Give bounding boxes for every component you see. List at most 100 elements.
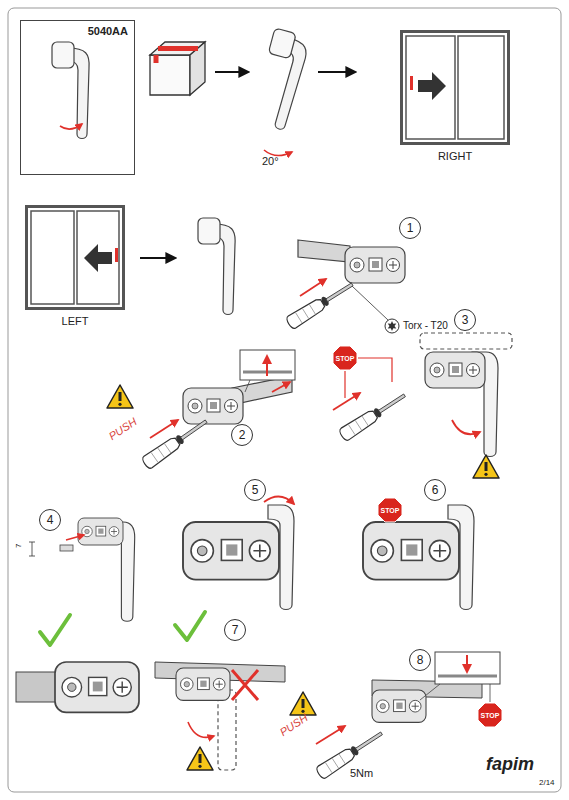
- step-4-drawing: [78, 518, 123, 545]
- step-7-drawing: [187, 747, 213, 770]
- flow-arrow: [318, 71, 355, 73]
- flow-arrow: [140, 72, 355, 258]
- step-8-drawing: [420, 684, 440, 700]
- step-6-drawing: [363, 505, 474, 610]
- step-8-drawing: [315, 727, 385, 779]
- package-box: [150, 55, 190, 95]
- page-border: [8, 8, 561, 792]
- step-7-drawing: [218, 690, 236, 770]
- window-drawing: [77, 211, 119, 304]
- window-drawing: [458, 36, 504, 139]
- product-code: 5040AA: [88, 25, 128, 37]
- step-3-drawing: [333, 333, 512, 478]
- step-2-drawing: [107, 385, 133, 408]
- step-3-drawing: [344, 371, 345, 398]
- step-2-drawing: [245, 380, 250, 392]
- step-8-drawing: [490, 684, 491, 702]
- step-8-drawing: [438, 675, 497, 678]
- step-number: 1: [399, 217, 421, 239]
- step-8-drawing: [435, 652, 500, 684]
- push-label: PUSH: [278, 712, 310, 738]
- step-7-drawing: [232, 670, 258, 700]
- step-2-drawing: [240, 350, 295, 380]
- step-2-drawing: [266, 356, 268, 376]
- flow-arrow: [140, 257, 175, 259]
- step-8-drawing: [290, 652, 500, 780]
- window-drawing: [410, 76, 413, 90]
- step-4-drawing: [60, 545, 73, 551]
- step-7-drawing: [55, 662, 139, 712]
- callout-number: 3: [462, 313, 469, 327]
- stop-text: STOP: [332, 345, 358, 371]
- handle-drawing: [52, 42, 89, 139]
- stop-text: STOP: [477, 702, 503, 728]
- step-4-drawing: [29, 518, 135, 621]
- stop-sign: STOP: [477, 702, 503, 728]
- step-2-drawing: [272, 382, 290, 392]
- direction-label: LEFT: [18, 315, 132, 327]
- handle-drawing: [198, 218, 235, 315]
- callout-number: 8: [417, 653, 424, 667]
- handle-drawing: [264, 150, 292, 156]
- step-8-drawing: [316, 726, 345, 744]
- window-diagram: LEFT: [25, 205, 125, 310]
- step-7-drawing: [175, 612, 205, 640]
- step-number: 6: [424, 479, 446, 501]
- window-drawing: [31, 36, 504, 304]
- step-7-drawing: [16, 612, 285, 770]
- handle-drawing: [60, 124, 82, 129]
- stop-text: STOP: [377, 497, 403, 523]
- torque-label: 5Nm: [350, 768, 373, 779]
- step-1-drawing: [285, 240, 405, 333]
- dimension: 7: [15, 544, 23, 548]
- step-2-drawing: [107, 350, 295, 470]
- package-box: [158, 46, 198, 51]
- brand-logo: fapim: [486, 755, 534, 773]
- step-4-drawing: [29, 542, 35, 556]
- step-5-drawing: [183, 522, 279, 580]
- step-2-drawing: [141, 416, 210, 470]
- stop-sign: STOP: [377, 497, 403, 523]
- stop-octagon: [378, 498, 402, 522]
- step-7-drawing: [16, 672, 60, 702]
- handle-drawing: [52, 42, 89, 139]
- step-6-drawing: [363, 522, 459, 580]
- stop-octagon: [478, 703, 502, 727]
- step-3-drawing: [338, 389, 408, 441]
- handle-drawing: [198, 218, 235, 315]
- flow-arrow: [215, 71, 248, 73]
- step-number: 4: [39, 509, 61, 531]
- step-2-drawing: [150, 420, 178, 438]
- step-number: 7: [224, 619, 246, 641]
- callout-number: 7: [232, 623, 239, 637]
- package-box: [150, 42, 205, 95]
- step-3-drawing: [452, 420, 480, 434]
- step-3-drawing: [333, 393, 360, 410]
- window-drawing: [115, 248, 118, 262]
- step-number: 5: [244, 479, 266, 501]
- step-2-drawing: [183, 388, 243, 424]
- step-3-drawing: [420, 333, 512, 349]
- step-5-drawing: [264, 496, 294, 504]
- window-drawing: [406, 36, 455, 139]
- window-drawing: [31, 211, 74, 304]
- product-box: 5040AA: [20, 20, 135, 175]
- step-7-drawing: [176, 668, 230, 700]
- angle-label: 20°: [262, 156, 279, 167]
- window-drawing: [84, 244, 112, 272]
- step-1-drawing: [385, 319, 399, 333]
- step-number: 8: [409, 649, 431, 671]
- stop-sign: STOP: [332, 345, 358, 371]
- tool-label: Torx - T20: [403, 321, 448, 331]
- stop-octagon: [333, 346, 357, 370]
- callout-number: 4: [47, 513, 54, 527]
- window-diagram: RIGHT: [400, 30, 510, 145]
- callout-number: 6: [432, 483, 439, 497]
- callout-number: 2: [239, 428, 246, 442]
- step-7-drawing: [188, 722, 214, 737]
- package-box: [154, 55, 159, 63]
- handle-drawing: [250, 28, 311, 156]
- step-5-drawing: [183, 496, 294, 609]
- page-number: 2/14: [539, 779, 555, 787]
